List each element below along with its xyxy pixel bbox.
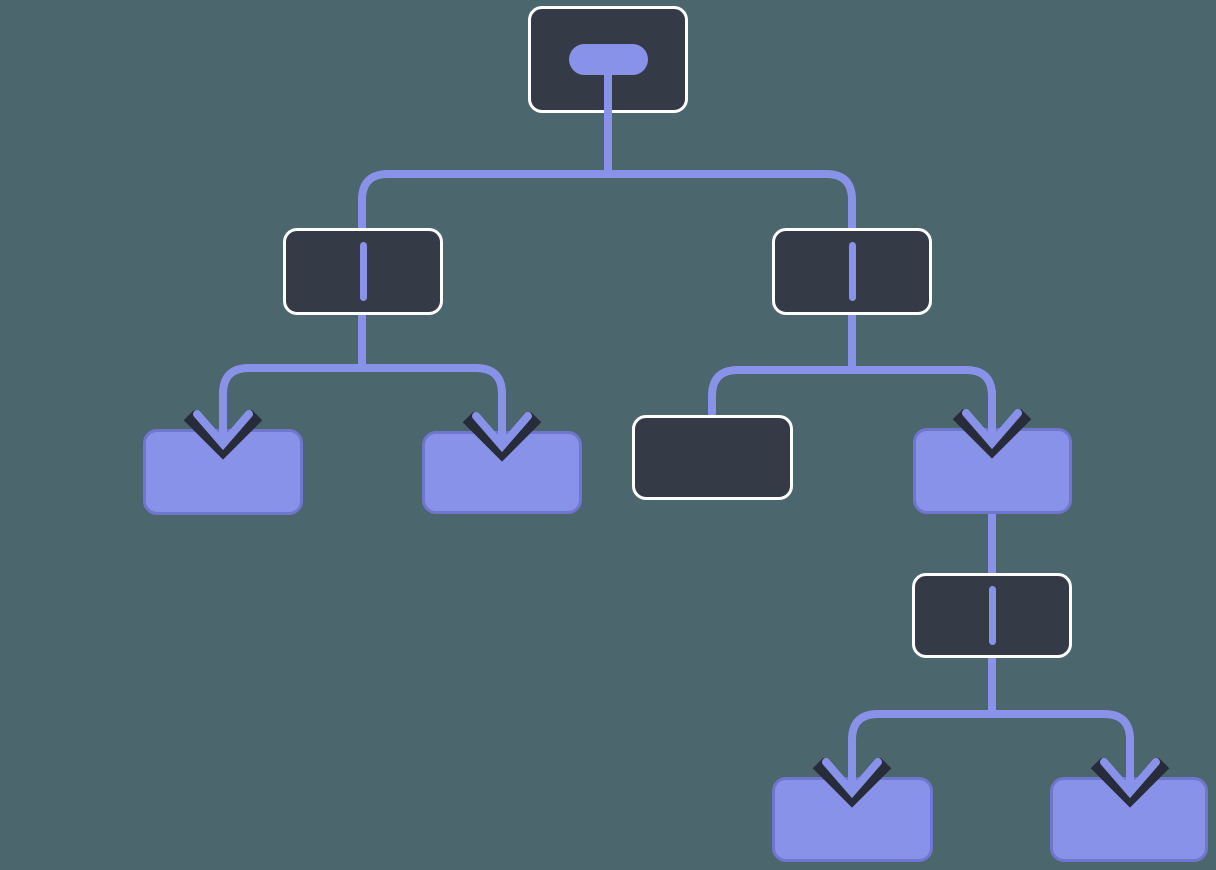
connector-line xyxy=(358,170,856,232)
pill-handle-icon xyxy=(568,44,648,75)
connector-line xyxy=(708,366,996,418)
root-node[interactable] xyxy=(528,6,688,113)
plain-node[interactable] xyxy=(632,415,793,500)
arrow-target-node-5[interactable] xyxy=(1050,777,1208,862)
pass-through-bar-icon xyxy=(848,242,856,301)
arrow-target-node-4[interactable] xyxy=(772,777,933,862)
arrow-target-node-1[interactable] xyxy=(143,429,303,515)
split-node-bottom[interactable] xyxy=(912,573,1072,658)
pass-through-bar-icon xyxy=(359,242,367,301)
arrow-target-node-2[interactable] xyxy=(422,431,582,514)
arrow-target-node-3[interactable] xyxy=(913,428,1072,514)
connector-line xyxy=(219,364,506,405)
pass-through-bar-icon xyxy=(988,586,996,645)
split-node-right[interactable] xyxy=(772,228,932,315)
connector-line xyxy=(848,710,1134,752)
split-node-left[interactable] xyxy=(283,228,443,315)
